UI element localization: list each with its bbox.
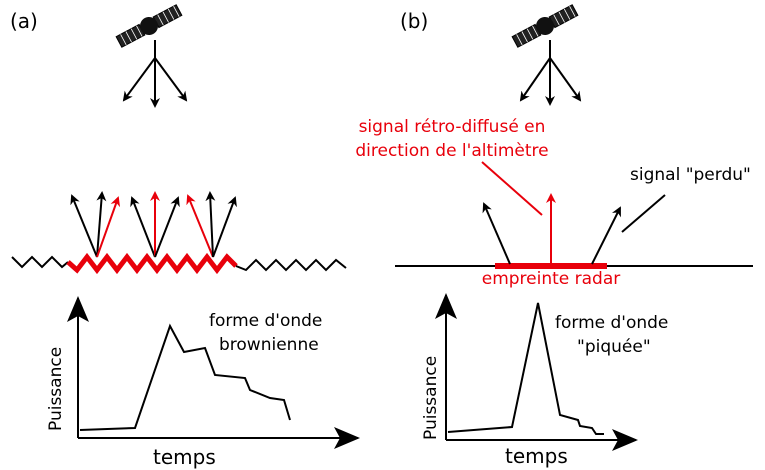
x-axis-b-label: temps: [505, 444, 568, 468]
specular-rays: [482, 193, 621, 265]
rough-surface: [11, 255, 69, 269]
backscatter-label-2: direction de l'altimètre: [355, 141, 548, 161]
waveform-b-label-2: "piquée": [577, 337, 651, 357]
rough-surface-right: [235, 258, 347, 272]
satellite-a-beams: [122, 57, 188, 108]
waveform-plot-b: forme d'onde "piquée" Puissance temps: [421, 293, 668, 468]
x-axis-a-label: temps: [153, 445, 216, 469]
brownian-waveform: [79, 323, 291, 431]
waveform-b-label-1: forme d'onde: [555, 313, 668, 333]
scatter-rays-a: [70, 191, 237, 258]
peaked-waveform: [447, 302, 604, 435]
y-axis-b-label: Puissance: [421, 356, 441, 440]
waveform-plot-a: forme d'onde brownienne Puissance temps: [46, 296, 360, 469]
panel-b: (b) signal rétro-diffusé en direction de…: [355, 4, 753, 468]
satellite-b-beams: [519, 57, 582, 106]
satellite-icon: [511, 4, 579, 48]
lost-signal-label: signal "perdu": [630, 165, 751, 185]
panel-a: (a): [10, 4, 360, 469]
y-axis-a-label: Puissance: [46, 347, 66, 431]
waveform-a-label-1: forme d'onde: [209, 311, 322, 331]
waveform-a-label-2: brownienne: [219, 335, 319, 355]
panel-b-label: (b): [400, 9, 428, 33]
satellite-icon: [115, 4, 183, 48]
lost-signal-pointer: [621, 194, 666, 233]
backscatter-pointer: [481, 161, 543, 216]
backscatter-label-1: signal rétro-diffusé en: [359, 117, 546, 137]
panel-a-label: (a): [10, 9, 38, 33]
footprint-label: empreinte radar: [482, 269, 621, 289]
rough-surface-footprint: [66, 252, 238, 275]
